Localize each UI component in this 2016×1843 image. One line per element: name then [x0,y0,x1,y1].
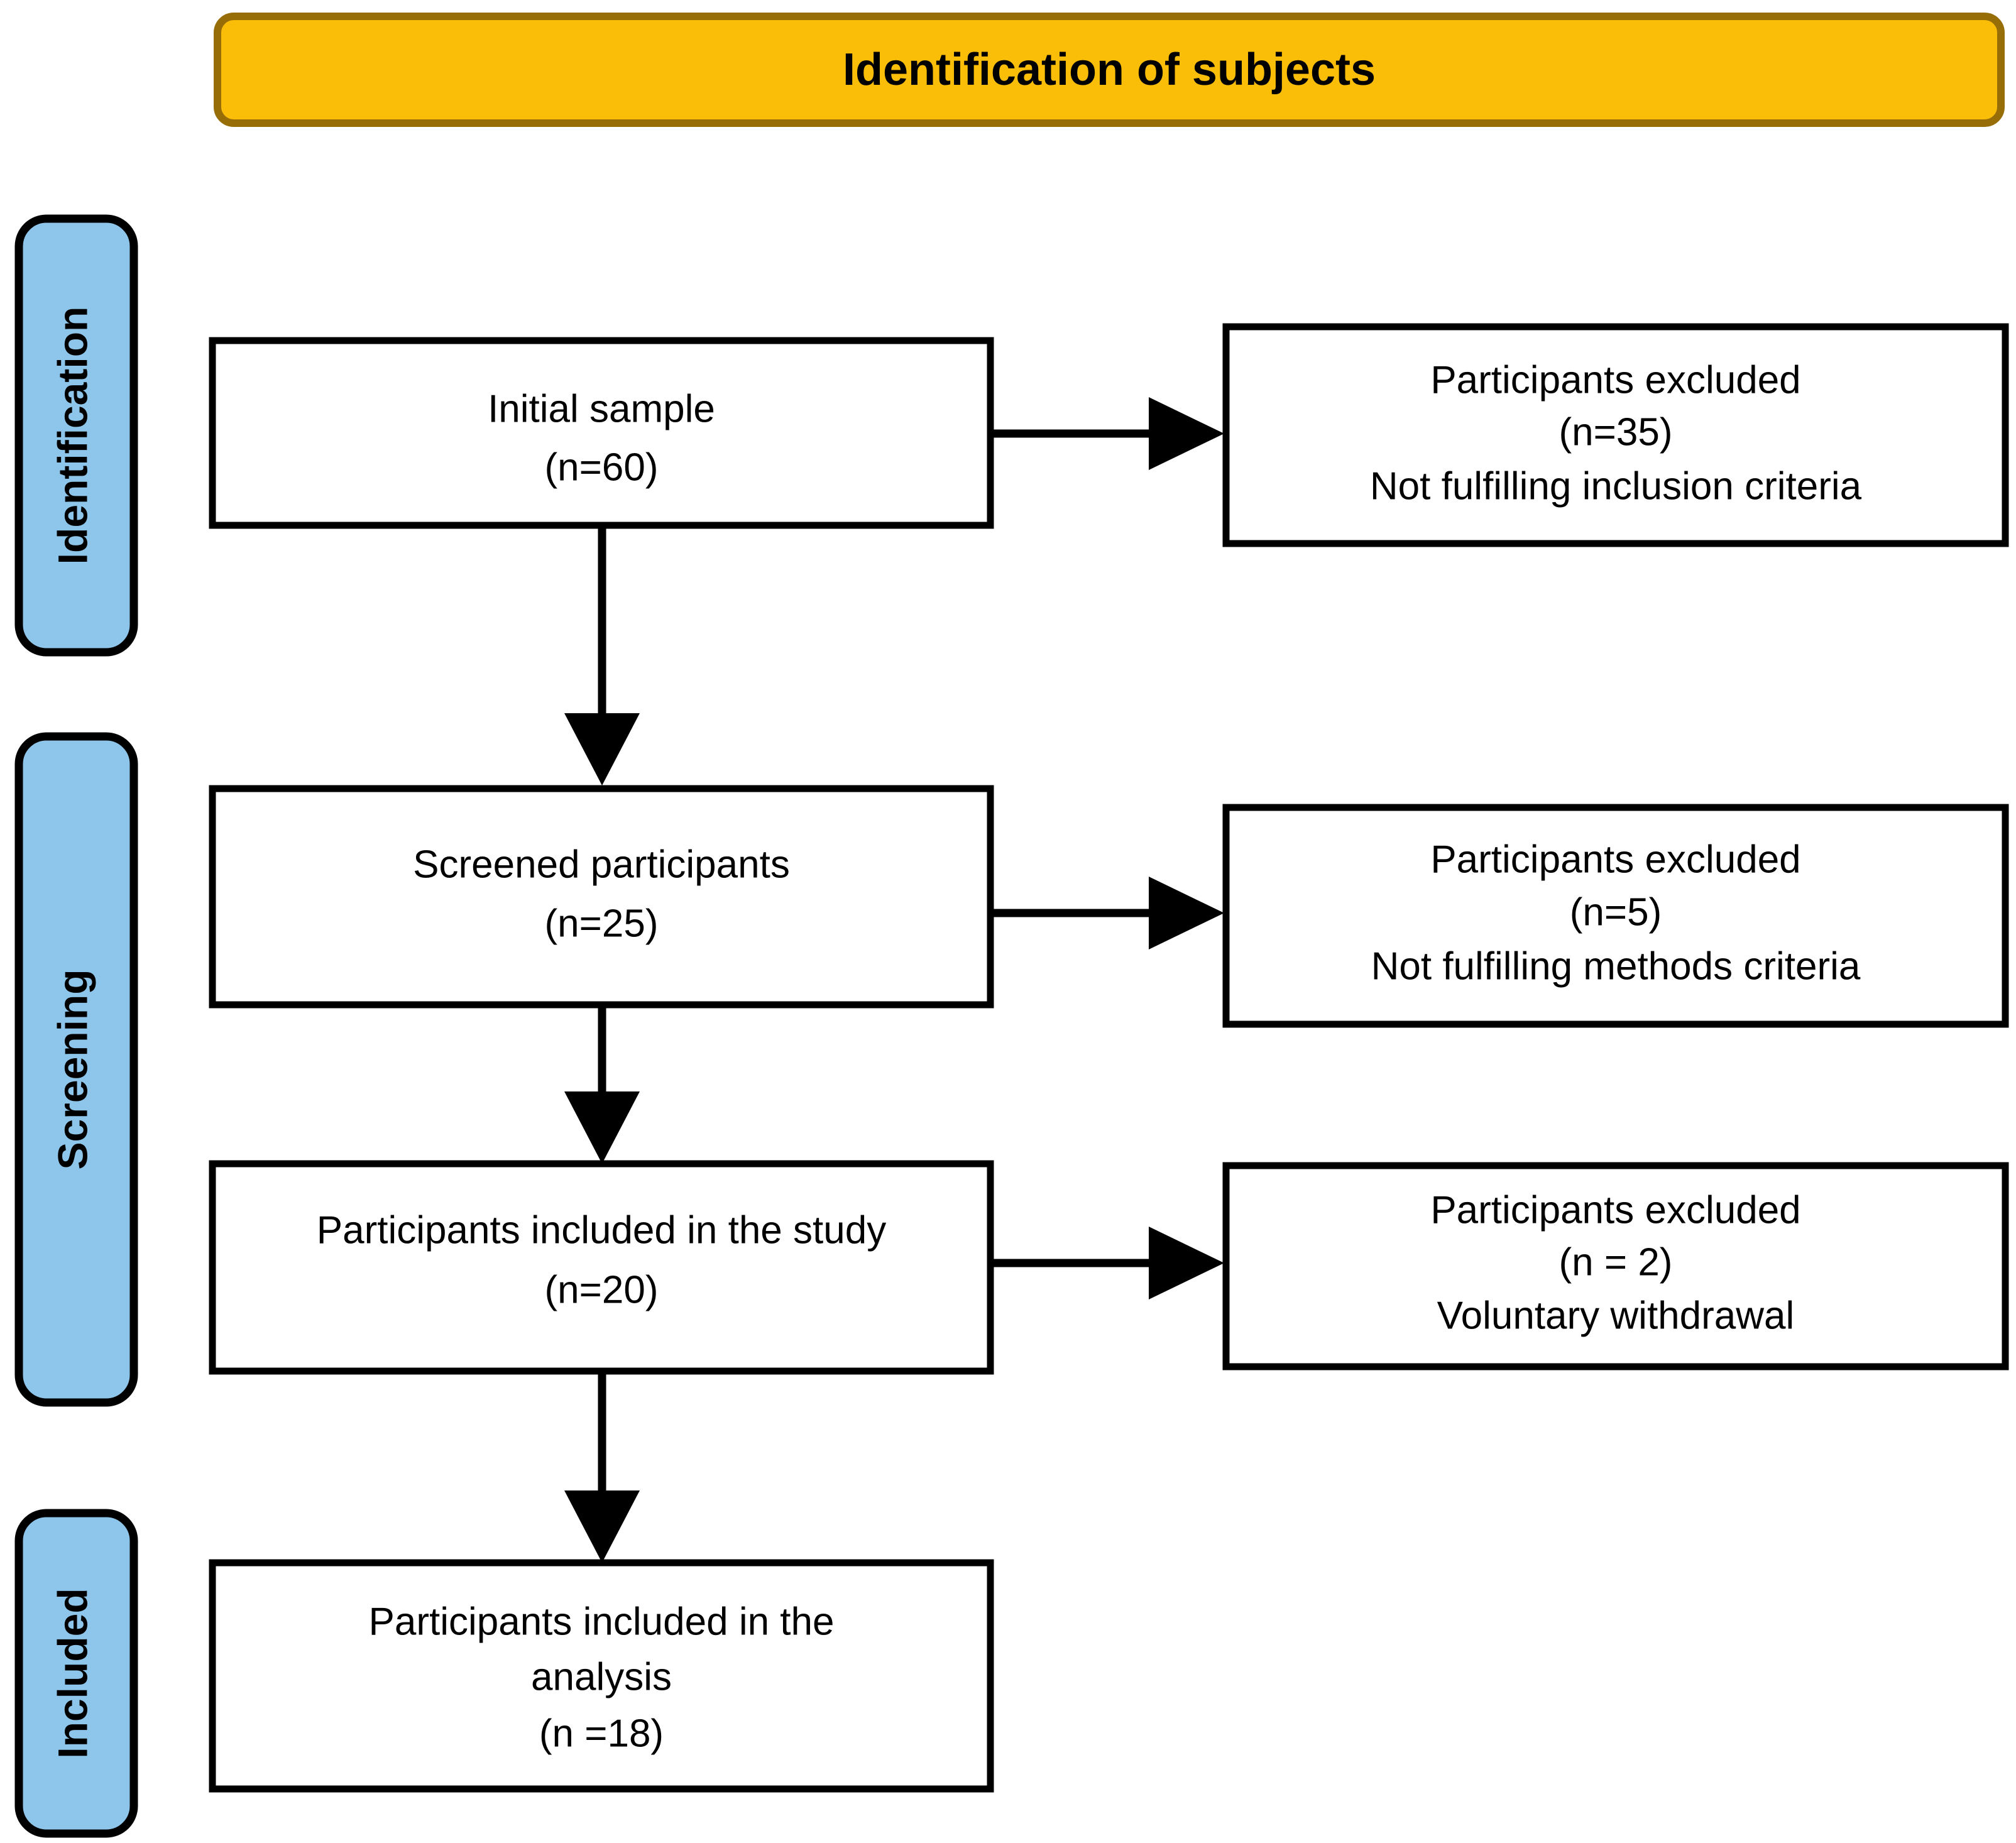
exclusion-box-methods-criteria: Participants excluded (n=5) Not fulfilli… [1222,804,2009,1028]
flow-box-line-3: (n =18) [539,1712,664,1755]
exclusion-box-line-1: Participants excluded [1430,358,1800,402]
exclusion-box-inclusion-criteria: Participants excluded (n=35) Not fulfill… [1222,323,2009,547]
flow-box-shape [209,1160,994,1375]
phase-label-screening: Screening [14,732,138,1407]
arrow-head-right-icon [1149,1227,1224,1299]
exclusion-box-line-3: Not fulfilling methods criteria [1371,944,1861,988]
phase-screening-shape [14,732,138,1407]
arrow-head-down-icon [564,1091,640,1164]
flow-box-participants-included-study: Participants included in the study (n=20… [209,1160,994,1375]
flow-column: Initial sample (n=60) Screened participa… [209,337,994,1793]
flow-box-screened-participants: Screened participants (n=25) [209,785,994,1009]
phase-label-included: Included [14,1509,138,1838]
connector-initial-to-excluded1 [993,397,1224,470]
connector-screened-to-study [564,1004,640,1164]
exclusion-box-line-1: Participants excluded [1430,838,1800,881]
flow-box-line-1: Participants included in the [368,1600,834,1643]
arrow-head-down-icon [564,1490,640,1563]
flow-box-line-1: Participants included in the study [317,1208,886,1252]
exclusion-box-line-2: (n=5) [1570,890,1662,934]
arrow-head-down-icon [564,713,640,785]
connector-screened-to-excluded2 [993,877,1224,949]
exclusion-box-line-2: (n=35) [1559,410,1673,454]
exclusion-box-shape [1222,1162,2009,1370]
exclusion-box-line-2: (n = 2) [1559,1240,1673,1284]
phase-screening-label: Screening [49,969,96,1169]
exclusion-box-line-1: Participants excluded [1430,1188,1800,1232]
flow-box-line-1: Screened participants [413,843,790,886]
flow-box-initial-sample: Initial sample (n=60) [209,337,994,529]
flow-box-participants-included-analysis: Participants included in the analysis (n… [209,1559,994,1793]
arrow-head-right-icon [1149,877,1224,949]
header-banner-label: Identification of subjects [843,45,1376,95]
connector-initial-to-screened [564,525,640,785]
exclusion-box-line-3: Voluntary withdrawal [1437,1294,1795,1337]
connector-study-to-excluded3 [993,1227,1224,1299]
flow-box-line-1: Initial sample [488,387,715,430]
flow-box-line-2: analysis [531,1655,672,1698]
flow-box-shape [209,1559,994,1793]
exclusion-box-voluntary-withdrawal: Participants excluded (n = 2) Voluntary … [1222,1162,2009,1370]
exclusion-column: Participants excluded (n=35) Not fulfill… [1222,323,2009,1370]
phase-identification-label: Identification [49,307,96,565]
phase-included-shape [14,1509,138,1838]
exclusion-box-line-3: Not fulfilling inclusion criteria [1370,464,1862,508]
flow-box-shape [209,785,994,1009]
flow-box-line-2: (n=20) [545,1268,659,1311]
flow-box-line-2: (n=25) [545,902,659,945]
phase-label-identification: Identification [14,214,138,657]
flow-box-shape [209,337,994,529]
header-banner-shape [214,13,2005,127]
connector-study-to-analysis [564,1370,640,1563]
exclusion-box-shape [1222,804,2009,1028]
phase-identification-shape [14,214,138,657]
phase-included-label: Included [49,1588,96,1758]
connectors [564,397,1224,1563]
phase-rail: Identification Screening Included [14,214,138,1838]
header-banner: Identification of subjects [214,13,2005,127]
arrow-head-right-icon [1149,397,1224,470]
exclusion-box-shape [1222,323,2009,547]
flow-box-line-2: (n=60) [545,446,659,489]
